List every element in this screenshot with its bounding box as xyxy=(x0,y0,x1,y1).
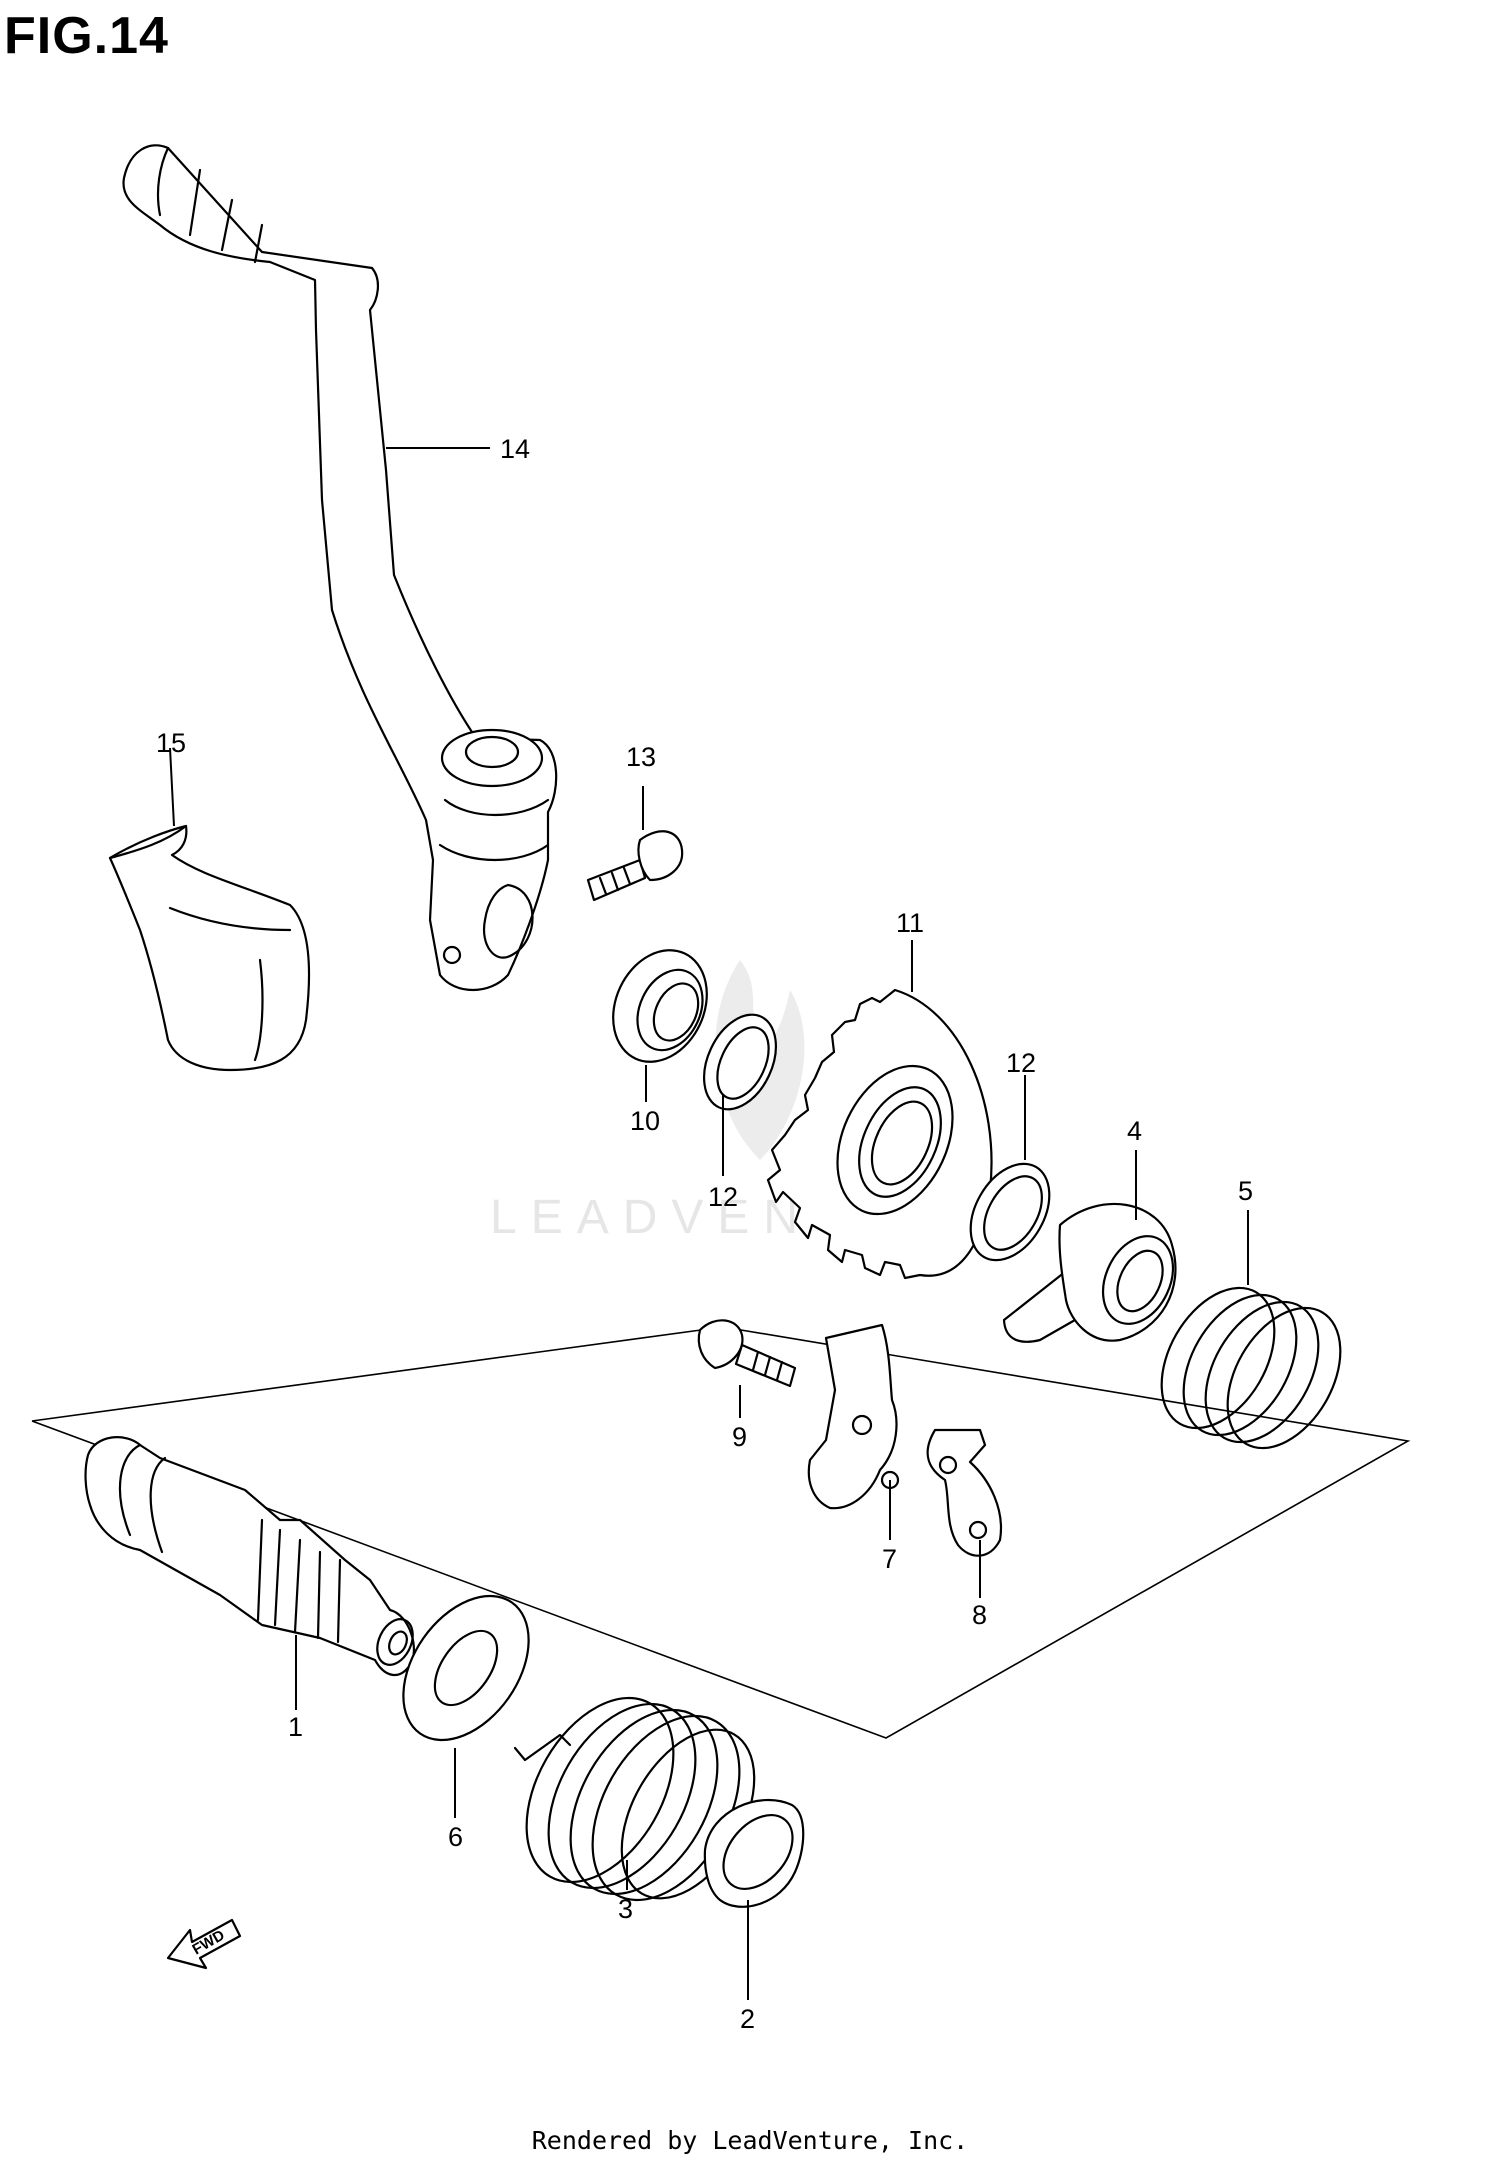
callout-1: 1 xyxy=(288,1712,303,1742)
part-13-kick-lever[interactable] xyxy=(122,144,558,992)
callout-15: 15 xyxy=(156,728,186,758)
callout-4: 4 xyxy=(1127,1116,1142,1146)
part-4-ratchet[interactable] xyxy=(1002,1202,1186,1343)
callout-11: 11 xyxy=(896,908,924,938)
callout-7: 7 xyxy=(882,1544,897,1574)
callout-14: 13 xyxy=(626,742,656,772)
callout-2: 2 xyxy=(740,2004,755,2034)
callout-labels: 14 15 13 11 10 12 12 4 5 9 7 8 1 6 3 2 xyxy=(156,434,1253,2034)
footer-credit: Rendered by LeadVenture, Inc. xyxy=(531,2126,969,2155)
part-8-plate[interactable] xyxy=(926,1428,1003,1557)
callout-8: 8 xyxy=(972,1600,987,1630)
fwd-direction-marker: FWD xyxy=(166,1918,242,1970)
part-12-washer-left[interactable] xyxy=(690,1003,790,1121)
callout-9: 9 xyxy=(732,1422,747,1452)
part-6-washer[interactable] xyxy=(378,1573,555,1764)
callout-6: 6 xyxy=(448,1822,463,1852)
part-14-bolt[interactable] xyxy=(586,830,684,902)
callout-12-left: 12 xyxy=(708,1182,738,1212)
callout-12-right: 12 xyxy=(1006,1048,1036,1078)
fwd-arrow-icon xyxy=(166,1918,242,1970)
part-12-washer-right[interactable] xyxy=(955,1150,1066,1274)
callout-5: 5 xyxy=(1238,1176,1253,1206)
part-11-driven-gear[interactable] xyxy=(766,988,993,1280)
part-7-plate[interactable] xyxy=(807,1323,900,1510)
callout-13: 14 xyxy=(500,434,530,464)
part-5-spring[interactable] xyxy=(1138,1268,1363,1468)
part-15-boot[interactable] xyxy=(108,824,311,1072)
part-1-shaft[interactable] xyxy=(84,1436,420,1676)
part-9-bolt[interactable] xyxy=(697,1319,797,1388)
part-10-oil-seal[interactable] xyxy=(596,935,725,1077)
callout-3: 3 xyxy=(618,1894,633,1924)
assembly-outline xyxy=(31,1326,1411,1739)
part-2-spring-guide[interactable] xyxy=(703,1798,807,1908)
leader-lines xyxy=(169,447,1249,2000)
figure-title: FIG.14 xyxy=(4,7,169,65)
callout-10: 10 xyxy=(630,1106,660,1136)
